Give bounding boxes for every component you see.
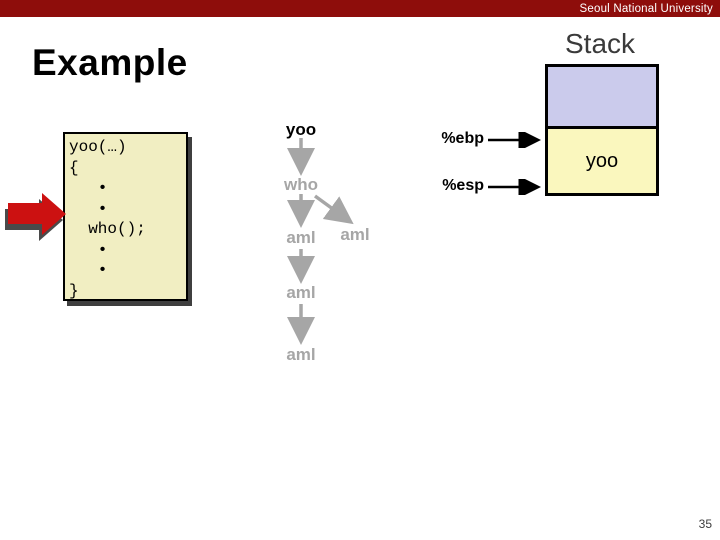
page-title: Example xyxy=(32,42,188,83)
call-tree-node-aml-1: aml xyxy=(286,228,316,247)
call-tree-node-aml-2: aml xyxy=(286,283,316,302)
call-tree-node-aml-right: aml xyxy=(340,225,370,244)
esp-register-label: %esp xyxy=(442,177,484,194)
stack-frame-yoo: yoo xyxy=(548,129,656,193)
stack-heading: Stack xyxy=(564,28,636,59)
ebp-arrow-icon xyxy=(488,132,541,148)
header-bar: Seoul National University xyxy=(0,0,720,17)
call-tree-node-aml-3: aml xyxy=(286,345,316,364)
stack-upper-region xyxy=(548,67,656,129)
esp-arrow-icon xyxy=(488,179,541,195)
code-line: • xyxy=(69,179,108,197)
stack-diagram: yoo xyxy=(545,64,659,196)
code-box: yoo(…) { • • who(); • • } xyxy=(63,132,188,301)
call-tree-node-yoo: yoo xyxy=(285,120,317,139)
code-line: { xyxy=(69,158,79,177)
code-line: • xyxy=(69,199,108,218)
stack-frame-label: yoo xyxy=(585,149,619,172)
page-number: 35 xyxy=(698,517,712,531)
code-line: • xyxy=(69,261,108,279)
red-pointer-arrow-icon xyxy=(5,193,66,241)
code-line: } xyxy=(69,281,79,300)
institution-name: Seoul National University xyxy=(579,2,713,15)
code-line: • xyxy=(69,240,108,259)
call-tree-node-who: who xyxy=(284,175,318,194)
ebp-register-label: %ebp xyxy=(441,130,484,147)
call-tree-arrows-icon xyxy=(287,138,354,345)
code-line: who(); xyxy=(69,220,146,238)
code-line: yoo(…) xyxy=(69,138,127,156)
